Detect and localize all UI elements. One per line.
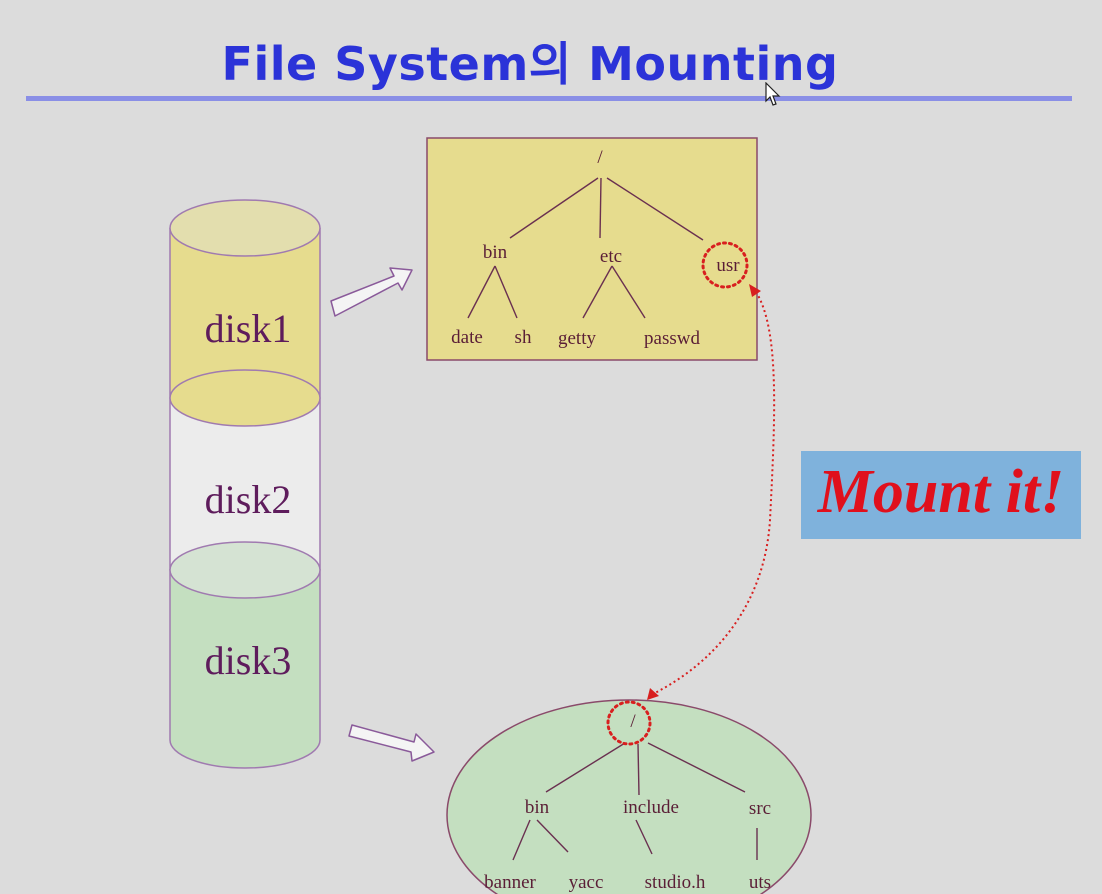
top-root-node: /	[597, 147, 603, 168]
mount-link	[647, 284, 776, 700]
top-usr-node: usr	[716, 255, 740, 276]
top-file-tree: / bin etc usr date sh getty passwd	[426, 137, 758, 361]
arrow-right-icon	[348, 724, 435, 762]
bottom-root-node: /	[630, 711, 636, 732]
bottom-src-node: src	[749, 798, 771, 819]
disk1-top	[169, 199, 321, 257]
top-date-node: date	[451, 327, 483, 348]
bottom-uts-node: uts	[749, 872, 771, 893]
top-getty-node: getty	[558, 328, 596, 349]
root-mount-point-marker	[606, 700, 652, 746]
mount-it-callout: Mount it!	[801, 451, 1081, 539]
disk3-body	[169, 569, 321, 769]
arrowhead-up	[749, 284, 761, 297]
disk2-label: disk2	[205, 477, 292, 522]
bottom-file-tree: / bin include src banner yacc studio.h u…	[446, 699, 812, 894]
top-bin-node: bin	[483, 242, 508, 263]
mouse-pointer-icon	[765, 82, 781, 106]
disk1-label: disk1	[205, 306, 292, 351]
bottom-tree-oval	[446, 699, 812, 894]
bottom-studio-node: studio.h	[645, 872, 706, 893]
disk2-top	[169, 369, 321, 427]
top-sh-node: sh	[515, 327, 532, 348]
slide-title: File System의 Mounting	[221, 37, 839, 91]
title-rule	[26, 96, 1072, 101]
disk3-top	[169, 541, 321, 599]
bottom-banner-node: banner	[484, 872, 536, 893]
arrow-right-icon	[330, 267, 413, 317]
arrowhead-down	[647, 688, 659, 700]
mount-it-label: Mount it!	[817, 458, 1065, 526]
top-etc-node: etc	[600, 246, 622, 267]
disk3-label: disk3	[205, 638, 292, 683]
bottom-include-node: include	[623, 797, 679, 818]
usr-mount-point-marker	[701, 241, 749, 289]
top-tree-box	[426, 137, 758, 361]
disk-stack: disk1 disk2 disk3	[169, 199, 321, 769]
top-passwd-node: passwd	[644, 328, 700, 349]
bottom-bin-node: bin	[525, 797, 550, 818]
bottom-yacc-node: yacc	[569, 872, 604, 893]
